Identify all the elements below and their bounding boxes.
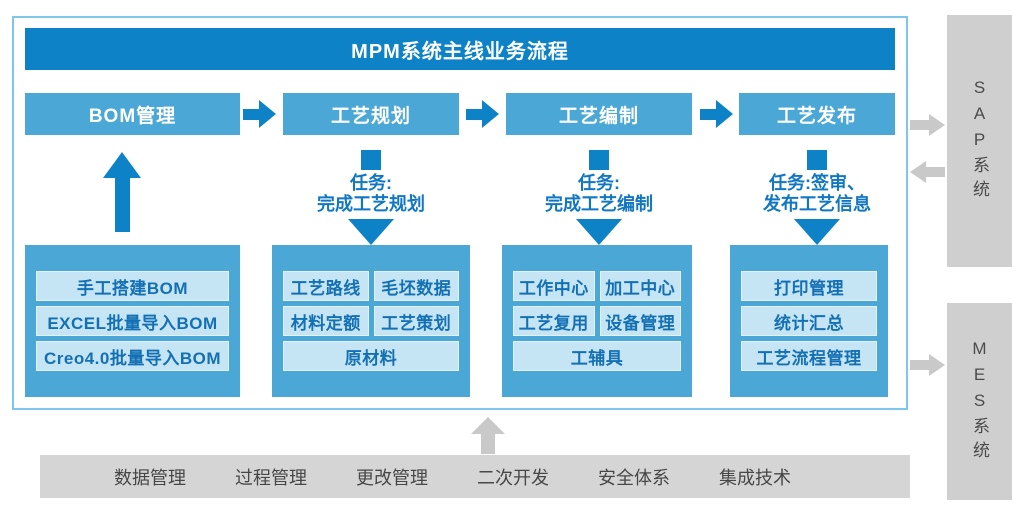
foundation-item: 更改管理: [356, 467, 428, 488]
detail-item: 工艺策划: [373, 306, 459, 336]
diagram-title: MPM系统主线业务流程: [25, 28, 895, 70]
arrow-head: [716, 100, 733, 128]
mes-system-label: MES系统: [970, 338, 989, 465]
stage-process-planning: 工艺规划: [283, 93, 459, 135]
stage-bom-management: BOM管理: [25, 93, 240, 135]
detail-item: 工艺复用: [513, 306, 595, 336]
sap-system-label: SAP系统: [970, 78, 989, 204]
detail-item: 原材料: [283, 341, 459, 371]
foundation-bar: 数据管理 过程管理 更改管理 二次开发 安全体系 集成技术: [40, 455, 910, 498]
detail-item: 工作中心: [513, 271, 595, 301]
detail-item: 加工中心: [599, 271, 681, 301]
arrow-head: [929, 354, 945, 376]
task-line: 任务:: [578, 173, 620, 193]
detail-item: 工艺路线: [283, 271, 369, 301]
task-process-release: 任务:签审、 发布工艺信息: [739, 150, 895, 245]
arrow-head: [910, 161, 926, 183]
flow-arrow-right-icon: [700, 100, 734, 128]
from-sap-arrow-icon: [910, 161, 945, 183]
arrow-stub-icon: [589, 150, 609, 170]
arrow-stem: [466, 108, 482, 120]
task-line: 完成工艺规划: [317, 194, 425, 214]
release-detail-container: 打印管理 统计汇总 工艺流程管理: [730, 245, 888, 397]
arrow-stem: [910, 360, 929, 370]
foundation-item: 二次开发: [477, 467, 549, 488]
detail-item: 工艺流程管理: [741, 341, 877, 371]
arrow-head: [103, 152, 141, 178]
task-line: 任务:签审、: [769, 173, 865, 193]
detail-item: 设备管理: [599, 306, 681, 336]
down-arrow-icon: [348, 219, 394, 245]
arrow-head: [482, 100, 499, 128]
sap-system-box: SAP系统: [947, 15, 1012, 267]
arrow-stem: [243, 108, 259, 120]
flow-arrow-right-icon: [466, 100, 500, 128]
detail-item: 打印管理: [741, 271, 877, 301]
detail-item: EXCEL批量导入BOM: [36, 306, 229, 336]
arrow-stem: [926, 167, 945, 177]
down-arrow-icon: [576, 219, 622, 245]
arrow-stem: [910, 120, 929, 130]
arrow-stem: [114, 178, 130, 232]
stage-process-authoring: 工艺编制: [506, 93, 692, 135]
task-process-authoring: 任务: 完成工艺编制: [506, 150, 692, 245]
detail-item: 统计汇总: [741, 306, 877, 336]
planning-detail-container: 工艺路线 毛坯数据 材料定额 工艺策划 原材料: [272, 245, 470, 397]
down-arrow-icon: [794, 219, 840, 245]
foundation-item: 过程管理: [235, 467, 307, 488]
detail-item: 手工搭建BOM: [36, 271, 229, 301]
task-line: 发布工艺信息: [763, 194, 871, 214]
up-arrow-icon: [103, 152, 141, 232]
arrow-head: [259, 100, 276, 128]
foundation-item: 集成技术: [719, 467, 791, 488]
arrow-stem: [700, 108, 716, 120]
arrow-head: [929, 114, 945, 136]
arrow-stub-icon: [807, 150, 827, 170]
to-mes-arrow-icon: [910, 354, 945, 376]
detail-item: 工辅具: [513, 341, 681, 371]
arrow-stub-icon: [361, 150, 381, 170]
foundation-item: 数据管理: [114, 467, 186, 488]
mes-system-box: MES系统: [947, 303, 1012, 500]
task-process-planning: 任务: 完成工艺规划: [283, 150, 459, 245]
foundation-up-arrow-icon: [471, 417, 505, 454]
detail-item: Creo4.0批量导入BOM: [36, 341, 229, 371]
detail-item: 材料定额: [283, 306, 369, 336]
stage-process-release: 工艺发布: [739, 93, 895, 135]
task-line: 任务:: [350, 173, 392, 193]
task-line: 完成工艺编制: [545, 194, 653, 214]
foundation-item: 安全体系: [598, 467, 670, 488]
flow-arrow-right-icon: [243, 100, 277, 128]
arrow-head: [471, 417, 505, 434]
to-sap-arrow-icon: [910, 114, 945, 136]
arrow-stem: [481, 434, 495, 454]
bom-detail-container: 手工搭建BOM EXCEL批量导入BOM Creo4.0批量导入BOM: [25, 245, 240, 397]
detail-item: 毛坯数据: [373, 271, 459, 301]
authoring-detail-container: 工作中心 加工中心 工艺复用 设备管理 工辅具: [502, 245, 692, 397]
